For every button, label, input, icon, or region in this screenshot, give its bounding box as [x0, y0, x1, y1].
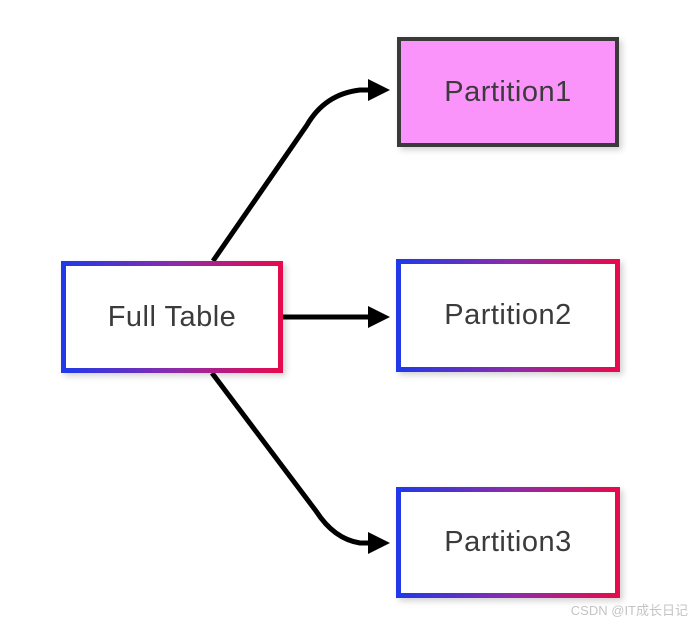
node-full-table: Full Table: [61, 261, 283, 373]
node-partition1: Partition1: [397, 37, 619, 147]
node-partition2-label: Partition2: [444, 299, 572, 331]
watermark: CSDN @IT成长日记: [570, 603, 688, 618]
arrow-full-table-to-partition3: [210, 371, 390, 554]
node-partition2: Partition2: [396, 259, 620, 372]
arrow-full-table-to-partition1: [210, 79, 390, 263]
node-partition3: Partition3: [396, 487, 620, 598]
node-partition1-label: Partition1: [444, 75, 572, 108]
node-full-table-label: Full Table: [107, 300, 237, 333]
node-partition3-label: Partition3: [444, 526, 572, 558]
